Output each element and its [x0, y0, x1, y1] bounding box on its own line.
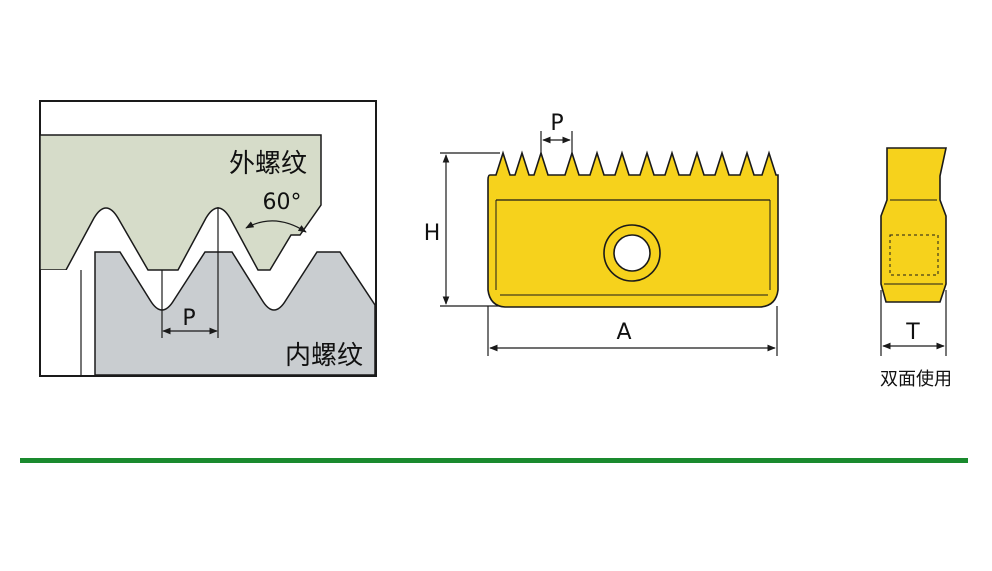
- thread-left-gap: [41, 270, 81, 375]
- insert-side-body: [880, 147, 947, 303]
- thread-profile-figure: P 60° 外螺纹 内螺纹: [39, 100, 377, 377]
- internal-thread-region: [94, 251, 376, 376]
- insert-pitch-label: P: [550, 111, 563, 136]
- angle-label: 60°: [263, 190, 302, 215]
- external-thread-region: [39, 134, 322, 271]
- external-thread-label: 外螺纹: [229, 149, 307, 179]
- internal-thread-label: 内螺纹: [285, 341, 363, 371]
- insert-hole-inner: [613, 234, 651, 272]
- thickness-label: T: [905, 320, 920, 345]
- thread-pitch-label: P: [182, 306, 195, 331]
- angle-arc: [245, 220, 307, 233]
- double-sided-caption: 双面使用: [880, 369, 952, 390]
- height-label: H: [424, 221, 441, 246]
- side-hidden-hole: [889, 234, 939, 276]
- length-label: A: [616, 320, 631, 345]
- insert-side-figure: T 双面使用: [880, 147, 952, 390]
- green-separator: [20, 458, 968, 463]
- insert-front-figure: H A P: [424, 111, 779, 356]
